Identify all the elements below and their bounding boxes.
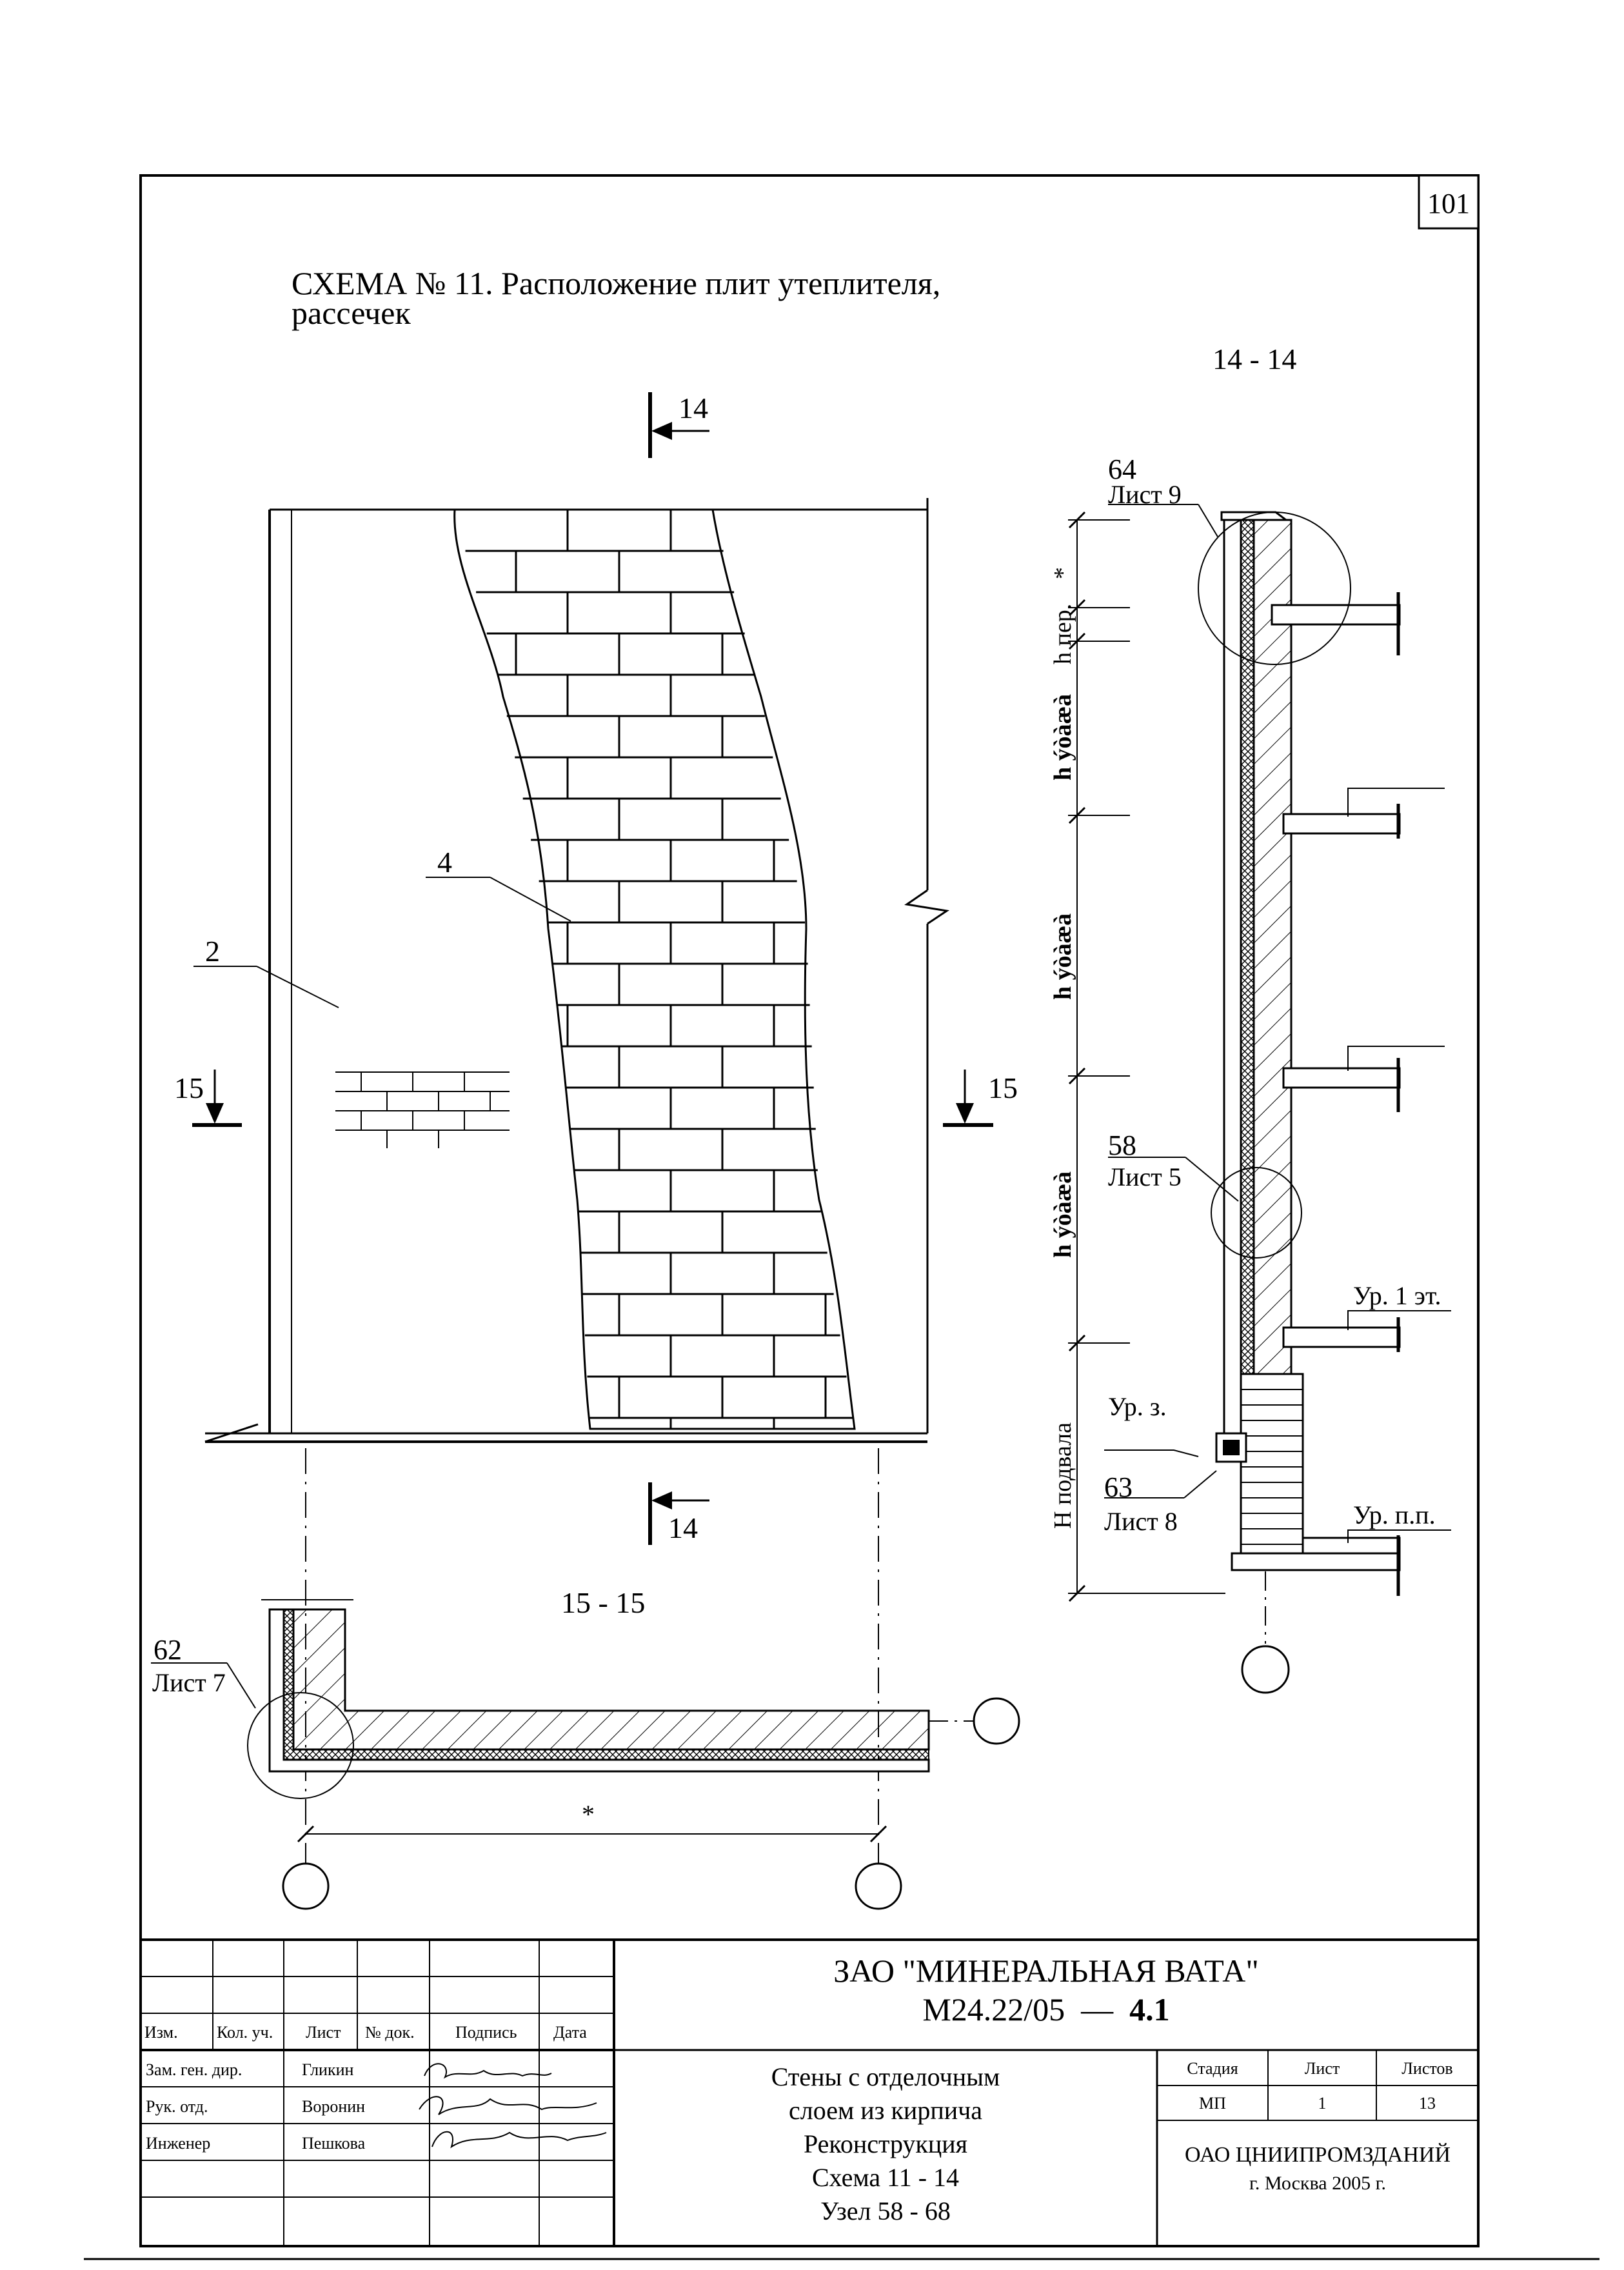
description-line-1: Стены с отделочным	[771, 2062, 1000, 2091]
document-code-dash: —	[1081, 1991, 1114, 2027]
level-leaders	[1104, 788, 1451, 1543]
stage-value: МП	[1199, 2094, 1226, 2113]
cut-14-top-label: 14	[678, 392, 708, 424]
callout-4-label: 4	[437, 846, 452, 879]
company-name: ЗАО "МИНЕРАЛЬНАЯ ВАТА"	[833, 1953, 1259, 1989]
dim-h-floor-2: h ýòàæà	[1049, 913, 1076, 1000]
handwritten-signatures	[419, 2063, 607, 2149]
header-date: Дата	[553, 2023, 587, 2042]
sheet-value: 1	[1318, 2094, 1327, 2113]
section-cut-15-left: 15	[174, 1070, 242, 1127]
sheets-value: 13	[1419, 2094, 1436, 2113]
description-line-5: Узел 58 - 68	[820, 2196, 951, 2225]
dim-h-floor-1: h ýòàæà	[1049, 694, 1076, 781]
level-ground-label: Ур. з.	[1108, 1392, 1167, 1421]
level-basement-floor-label: Ур. п.п.	[1353, 1500, 1436, 1529]
floor-slabs	[1231, 604, 1401, 1571]
callout-2-label: 2	[205, 935, 220, 968]
header-izm: Изм.	[144, 2023, 178, 2042]
cut-14-bottom-label: 14	[668, 1511, 698, 1544]
exposed-brick-strip	[453, 508, 856, 1430]
brick-sample-symbol	[335, 1071, 510, 1148]
section-15-title: 15 - 15	[561, 1586, 645, 1619]
section-cut-15-right: 15	[943, 1070, 1018, 1127]
city-year: г. Москва 2005 г.	[1249, 2173, 1386, 2194]
level-floor1-label: Ур. 1 эт.	[1353, 1281, 1441, 1310]
sheet-label: Лист	[1304, 2059, 1340, 2078]
title-block	[141, 1938, 1478, 2246]
organization-name: ОАО ЦНИИПРОМЗДАНИЙ	[1184, 2143, 1451, 2167]
section-cut-14-bottom: 14	[648, 1482, 709, 1545]
row-name-2: Воронин	[302, 2097, 366, 2116]
cut-15-left-label: 15	[174, 1071, 204, 1104]
sheet-number-box	[1418, 174, 1480, 230]
brick-courses	[455, 508, 853, 1429]
facade-elevation: 2 4 14 14 15 15	[174, 392, 1018, 1864]
section-14-title: 14 - 14	[1213, 343, 1296, 375]
dim-h-per: h пер.	[1049, 604, 1076, 664]
header-signature: Подпись	[455, 2023, 517, 2042]
sheet-number: 101	[1427, 188, 1470, 219]
description-line-2: слоем из кирпича	[789, 2096, 982, 2125]
node-64-sheet: Лист 9	[1108, 480, 1182, 509]
section-15-15-plan: 15 - 15 62 Лист 7 *	[151, 1586, 1020, 1910]
header-list: Лист	[306, 2023, 341, 2042]
node-63-sheet: Лист 8	[1104, 1507, 1178, 1536]
sheets-label: Листов	[1401, 2059, 1453, 2078]
node-62-label: 62	[153, 1634, 182, 1666]
node-62-sheet: Лист 7	[152, 1668, 226, 1697]
header-kol-uch: Кол. уч.	[217, 2023, 273, 2042]
node-58-label: 58	[1108, 1130, 1136, 1161]
dim-h-floor-3: h ýòàæà	[1049, 1171, 1076, 1258]
document-code: М24.22/05 — 4.1	[614, 1991, 1478, 2028]
row-name-1: Гликин	[302, 2060, 354, 2079]
dimension-asterisk: *	[582, 1800, 595, 1829]
sheet-frame	[139, 174, 1480, 2247]
description-line-3: Реконструкция	[803, 2129, 968, 2158]
node-58-sheet: Лист 5	[1108, 1162, 1182, 1191]
document-code-main: М24.22/05	[922, 1991, 1065, 2027]
dim-h-basement: H подвала	[1049, 1422, 1076, 1529]
node-64-label: 64	[1108, 453, 1136, 485]
document-code-suffix: 4.1	[1129, 1991, 1170, 2027]
row-role-1: Зам. ген. дир.	[146, 2060, 243, 2079]
row-name-3: Пешкова	[302, 2134, 366, 2153]
header-doc-no: № док.	[365, 2023, 415, 2042]
dim-asterisk-top: *	[1049, 567, 1076, 579]
section-14-14-vertical: Ур. 1 эт. Ур. з. Ур. п.п. 64 Лист 9 58 Л…	[1049, 453, 1451, 1694]
description-line-4: Схема 11 - 14	[811, 2163, 960, 2192]
node-63-label: 63	[1104, 1471, 1133, 1503]
drawing-title-line2: рассечек	[292, 295, 411, 331]
vertical-dimension-chain	[1068, 511, 1225, 1602]
row-role-2: Рук. отд.	[146, 2097, 208, 2116]
section-cut-14-top: 14	[648, 392, 709, 458]
drawing-title-line1: СХЕМА № 11. Расположение плит утеплителя…	[292, 265, 940, 301]
row-role-3: Инженер	[146, 2134, 211, 2153]
stage-label: Стадия	[1187, 2059, 1238, 2078]
cut-15-right-label: 15	[988, 1071, 1018, 1104]
